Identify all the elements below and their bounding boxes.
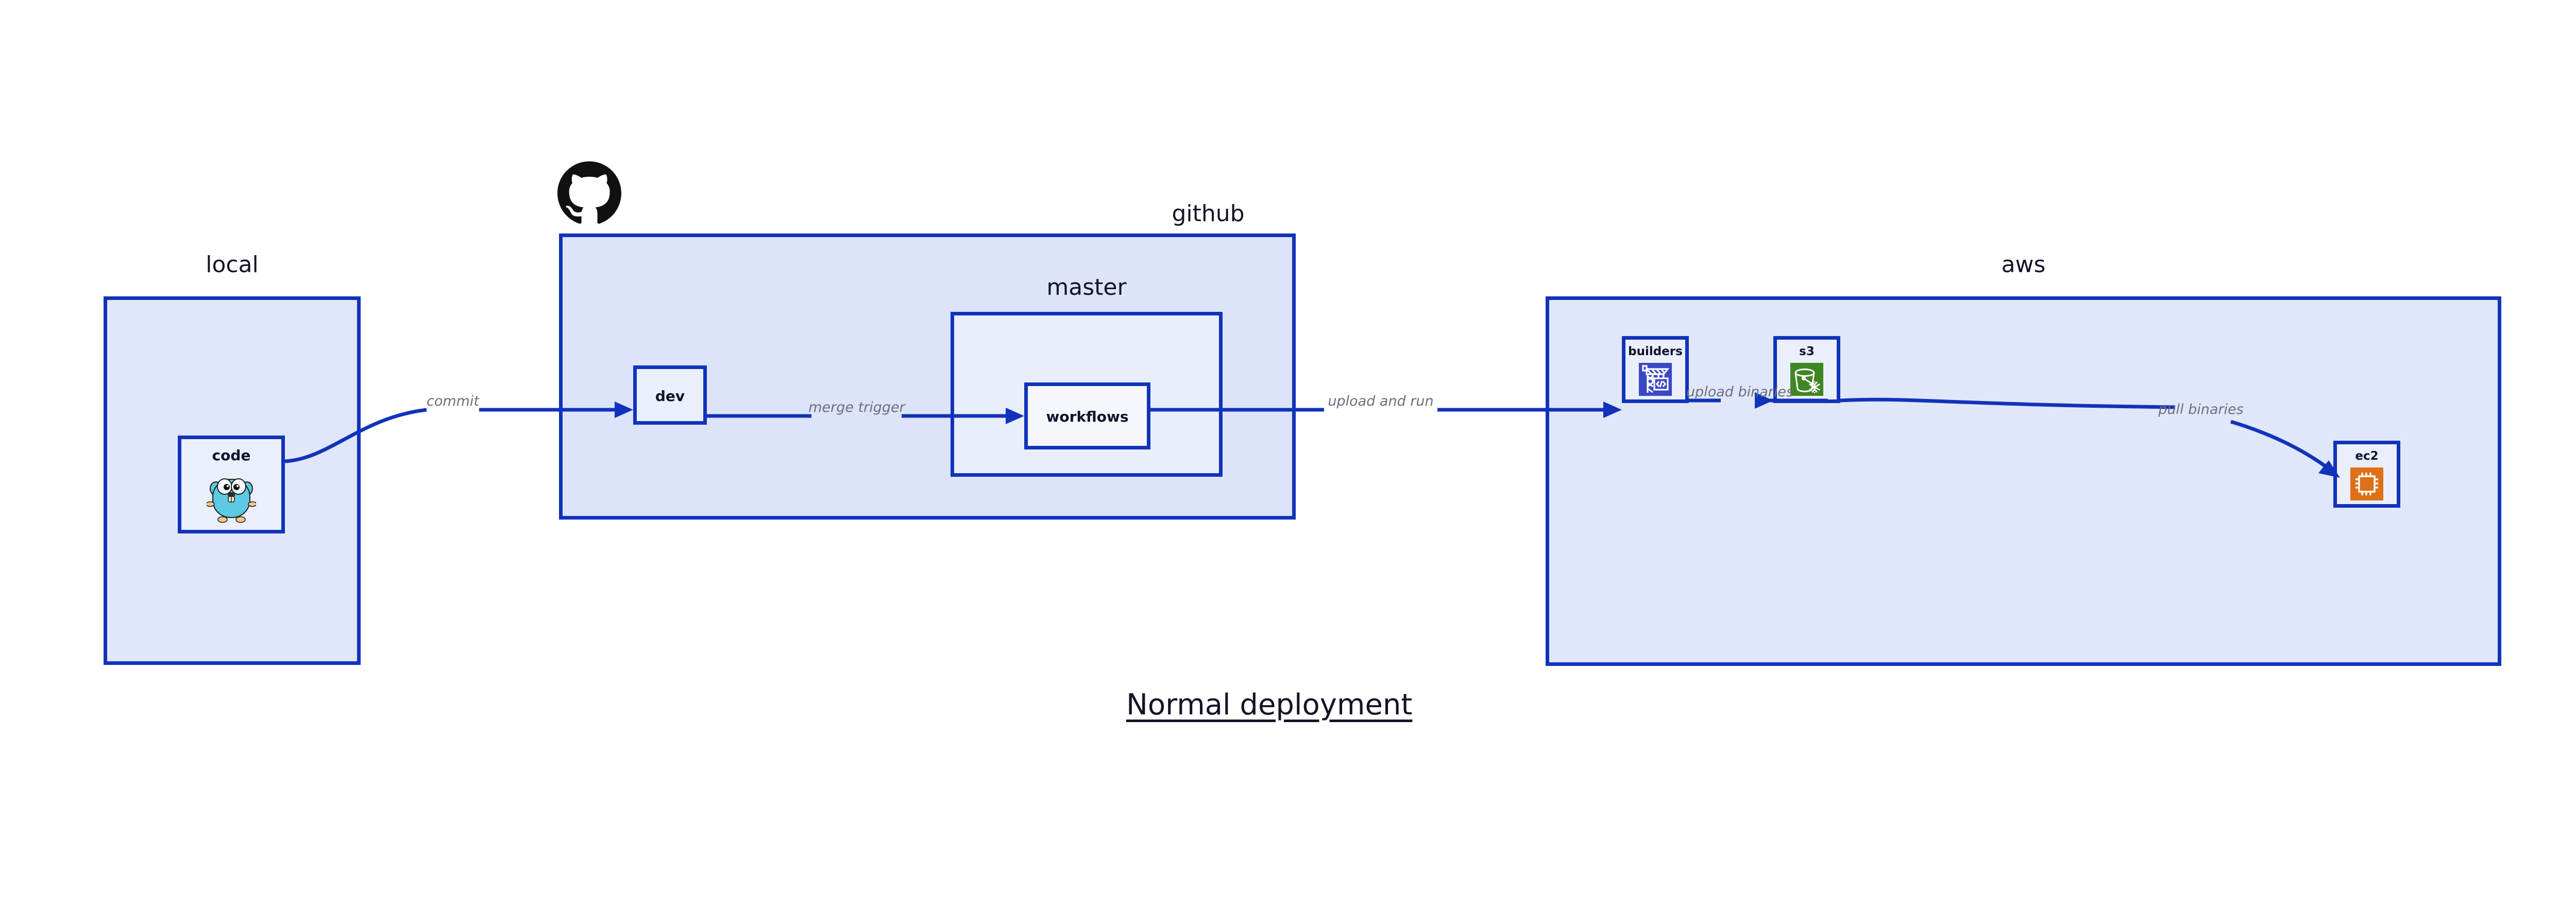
node-builders[interactable]: builders [1622, 336, 1689, 403]
edge-label-upload-and-run: upload and run [1328, 393, 1433, 409]
node-label-s3: s3 [1799, 345, 1815, 358]
node-ec2[interactable]: ec2 [2333, 441, 2400, 508]
aws-ec2-chip-icon [2350, 467, 2383, 503]
node-label-dev: dev [655, 388, 685, 405]
edge-label-commit: commit [427, 393, 480, 409]
group-label-github: github [1172, 201, 1245, 227]
group-label-aws: aws [2001, 252, 2046, 278]
node-workflows[interactable]: workflows [1024, 382, 1150, 449]
github-octocat-icon [557, 161, 621, 227]
node-label-builders: builders [1628, 345, 1683, 358]
node-label-workflows: workflows [1046, 408, 1129, 425]
group-label-master: master [1046, 274, 1127, 300]
node-code[interactable]: code [178, 436, 285, 533]
node-s3[interactable]: s3 [1773, 336, 1840, 403]
node-label-ec2: ec2 [2355, 449, 2379, 463]
go-gopher-icon [206, 468, 257, 526]
node-label-code: code [212, 447, 251, 464]
node-dev[interactable]: dev [633, 365, 707, 425]
aws-s3-glacier-bucket-icon [1790, 363, 1823, 398]
aws-builders-crane-icon [1639, 363, 1672, 398]
group-label-local: local [206, 252, 259, 278]
diagram-title: Normal deployment [1126, 688, 1413, 722]
